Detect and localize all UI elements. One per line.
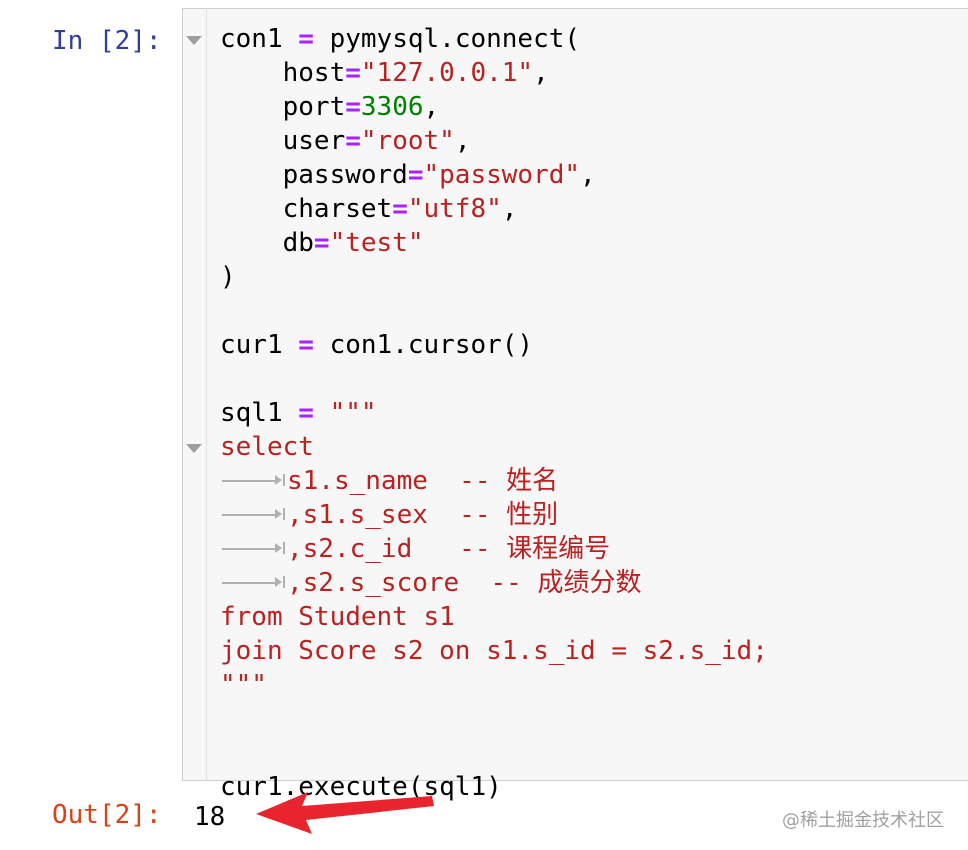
code-editor[interactable]: con1 = pymysql.connect( host="127.0.0.1"… — [220, 22, 960, 804]
code-token: ,s2.c_id -- 课程编号 — [287, 534, 611, 564]
code-token: join Score s2 on s1.s_id = s2.s_id; — [220, 636, 768, 666]
tab-arrow-icon — [220, 532, 287, 566]
code-token: , — [423, 92, 440, 122]
code-token: = — [298, 24, 314, 54]
code-line: cur1.execute(sql1) — [220, 770, 960, 804]
code-line: ,s1.s_sex -- 性别 — [220, 498, 960, 532]
code-token: = — [392, 194, 408, 224]
code-line: join Score s2 on s1.s_id = s2.s_id; — [220, 634, 960, 668]
code-token: from Student s1 — [220, 602, 455, 632]
code-token: pymysql.connect( — [313, 24, 581, 54]
code-token: , — [454, 126, 471, 156]
code-line — [220, 294, 960, 328]
fold-toggle-icon[interactable] — [186, 36, 202, 45]
code-token: "root" — [360, 126, 455, 156]
code-token — [314, 398, 330, 428]
code-line: sql1 = """ — [220, 396, 960, 430]
code-token: db — [220, 228, 314, 258]
code-line: user="root", — [220, 124, 960, 158]
watermark: @稀土掘金技术社区 — [782, 810, 944, 831]
code-token: con1 — [220, 24, 299, 54]
code-token: password — [220, 160, 408, 190]
code-token: port — [220, 92, 346, 122]
code-line: host="127.0.0.1", — [220, 56, 960, 90]
code-line: s1.s_name -- 姓名 — [220, 464, 960, 498]
code-token: """ — [220, 670, 267, 700]
code-token: = — [345, 126, 361, 156]
red-arrow-icon — [256, 792, 434, 834]
input-prompt: In [2]: — [52, 26, 162, 56]
code-token: = — [298, 330, 314, 360]
code-line: cur1 = con1.cursor() — [220, 328, 960, 362]
code-line: ) — [220, 260, 960, 294]
code-token: ,s2.s_score -- 成绩分数 — [287, 568, 642, 598]
code-line: db="test" — [220, 226, 960, 260]
code-line: select — [220, 430, 960, 464]
code-token: s1.s_name -- 姓名 — [287, 466, 559, 496]
output-prompt: Out[2]: — [52, 800, 162, 830]
code-line: con1 = pymysql.connect( — [220, 22, 960, 56]
code-cell-input[interactable] — [182, 8, 968, 781]
code-token: user — [220, 126, 346, 156]
tab-arrow-icon — [220, 498, 287, 532]
code-line: from Student s1 — [220, 600, 960, 634]
code-token: "utf8" — [407, 194, 502, 224]
code-token: ) — [220, 262, 236, 292]
code-token: sql1 — [220, 398, 299, 428]
fold-toggle-icon[interactable] — [186, 444, 202, 453]
code-line: """ — [220, 668, 960, 702]
code-line — [220, 702, 960, 736]
code-line — [220, 362, 960, 396]
code-token: = — [313, 228, 330, 258]
code-token: = — [298, 398, 314, 428]
code-line — [220, 736, 960, 770]
code-token: , — [533, 58, 549, 88]
code-token: ,s1.s_sex -- 性别 — [287, 500, 559, 530]
code-token: cur1.execute(sql1) — [220, 772, 502, 802]
code-token: = — [345, 58, 361, 88]
code-token: 3306 — [360, 92, 424, 122]
code-token: = — [407, 160, 424, 190]
code-token: = — [345, 92, 361, 122]
code-token: """ — [329, 398, 377, 428]
code-token: , — [580, 160, 596, 190]
code-token: select — [220, 432, 314, 462]
tab-arrow-icon — [220, 464, 287, 498]
code-token: "password" — [423, 160, 581, 190]
code-token: con1.cursor() — [313, 330, 534, 360]
code-token: charset — [220, 194, 393, 224]
code-line: password="password", — [220, 158, 960, 192]
code-token: "test" — [329, 228, 424, 258]
output-value: 18 — [194, 802, 226, 832]
code-gutter — [182, 8, 207, 781]
code-line: ,s2.s_score -- 成绩分数 — [220, 566, 960, 600]
code-token: "127.0.0.1" — [360, 58, 534, 88]
code-token: , — [501, 194, 518, 224]
code-token: host — [220, 58, 346, 88]
tab-arrow-icon — [220, 566, 287, 600]
code-line: ,s2.c_id -- 课程编号 — [220, 532, 960, 566]
code-line: charset="utf8", — [220, 192, 960, 226]
code-token: cur1 — [220, 330, 299, 360]
code-line: port=3306, — [220, 90, 960, 124]
